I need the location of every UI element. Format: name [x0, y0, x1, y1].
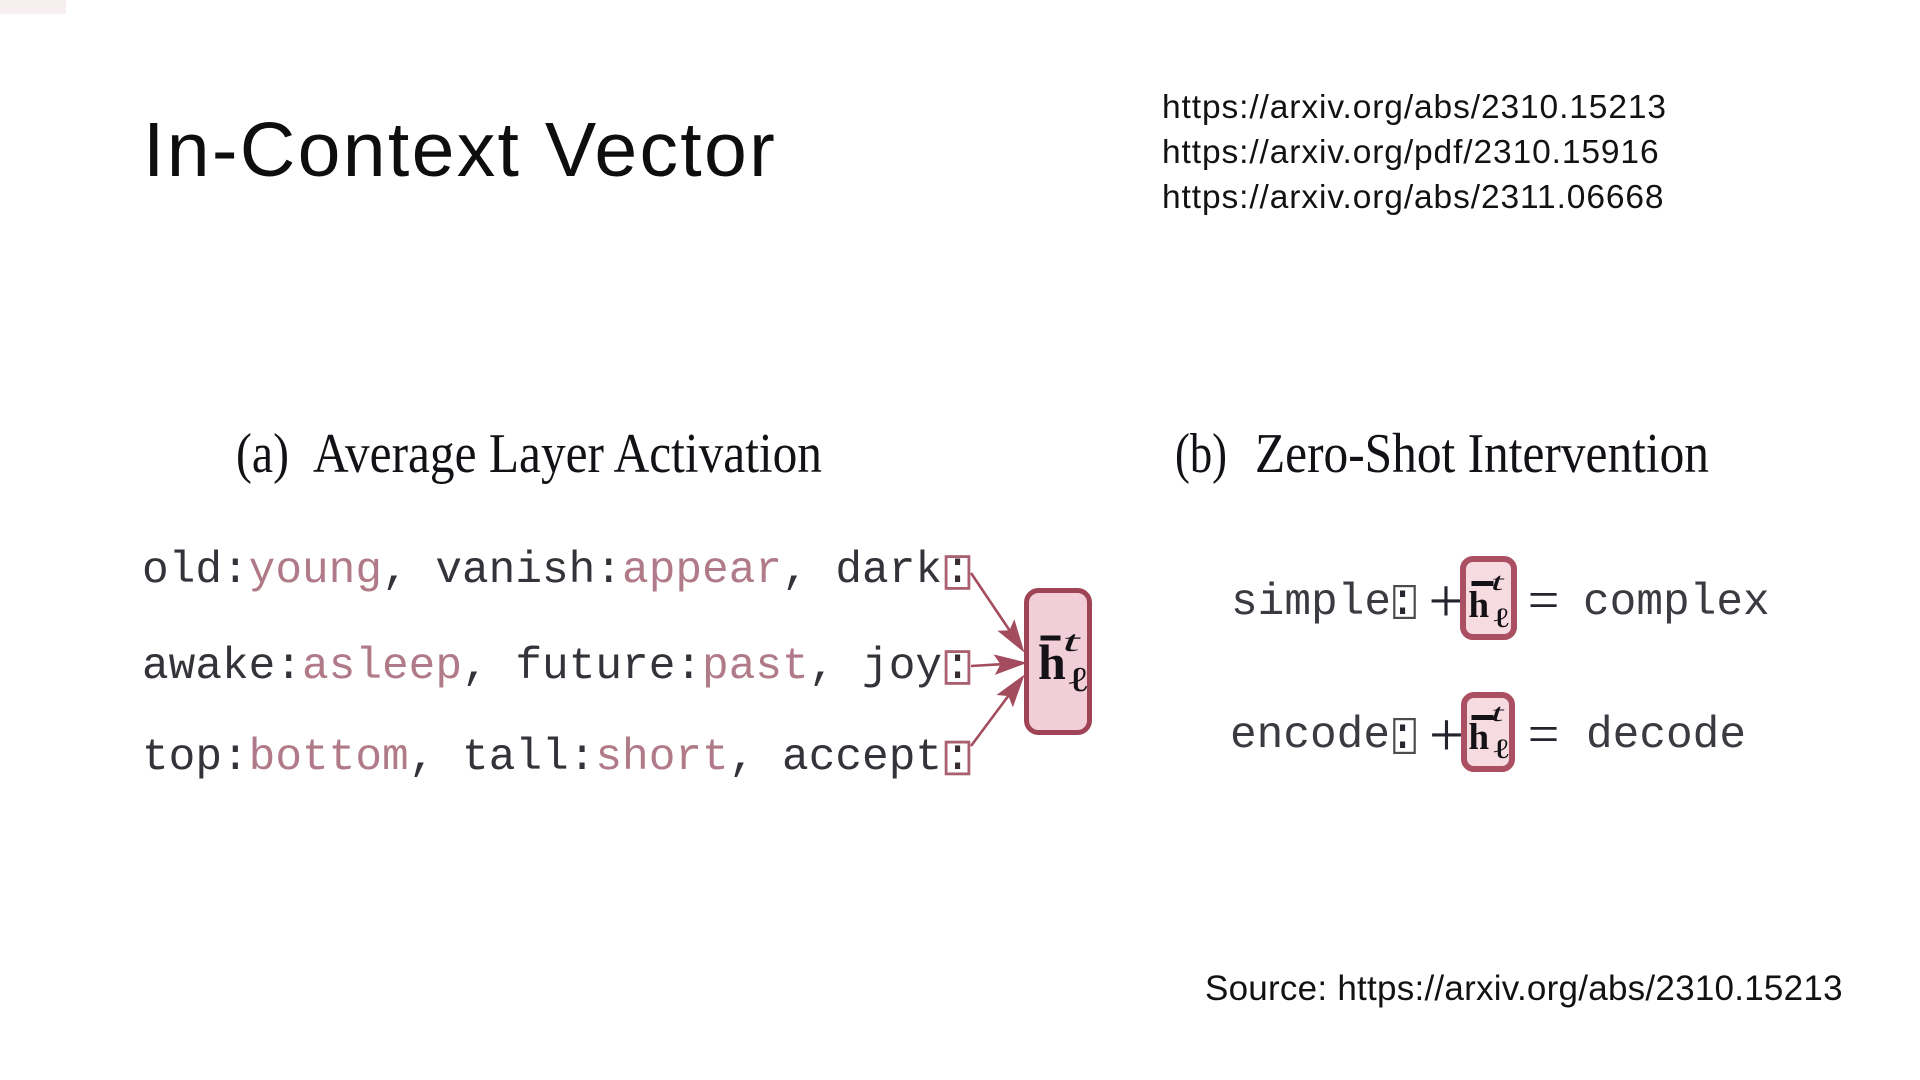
- svg-text:h: h: [1038, 634, 1066, 690]
- svg-text:ℓ: ℓ: [1492, 734, 1512, 765]
- svg-text:complex: complex: [1583, 578, 1770, 628]
- svg-text:t: t: [1063, 625, 1081, 658]
- svg-text:ℓ: ℓ: [1066, 660, 1090, 699]
- svg-text:(a): (a): [236, 423, 289, 485]
- svg-text:ℓ: ℓ: [1492, 603, 1512, 634]
- svg-text:Average Layer Activation: Average Layer Activation: [313, 423, 822, 485]
- svg-text:=: =: [1528, 570, 1560, 632]
- svg-text:simple: simple: [1231, 578, 1391, 628]
- svg-text:Zero-Shot Intervention: Zero-Shot Intervention: [1255, 423, 1709, 485]
- svg-text:+: +: [1429, 567, 1464, 635]
- svg-text:h: h: [1469, 717, 1490, 758]
- svg-text:encode: encode: [1230, 711, 1390, 761]
- svg-text:+: +: [1429, 701, 1464, 769]
- svg-text:(b): (b): [1175, 423, 1227, 485]
- svg-text:top:bottom, tall:short, accept: top:bottom, tall:short, accept: [142, 733, 942, 783]
- svg-text:=: =: [1528, 703, 1560, 765]
- svg-text:t: t: [1491, 700, 1505, 727]
- svg-text:t: t: [1491, 569, 1505, 596]
- svg-text:awake:asleep, future:past, joy: awake:asleep, future:past, joy: [142, 642, 942, 692]
- svg-text:decode: decode: [1586, 711, 1746, 761]
- svg-text:old:young, vanish:appear, dark: old:young, vanish:appear, dark: [142, 546, 942, 596]
- svg-text::: :: [944, 733, 971, 783]
- svg-text:h: h: [1469, 585, 1490, 626]
